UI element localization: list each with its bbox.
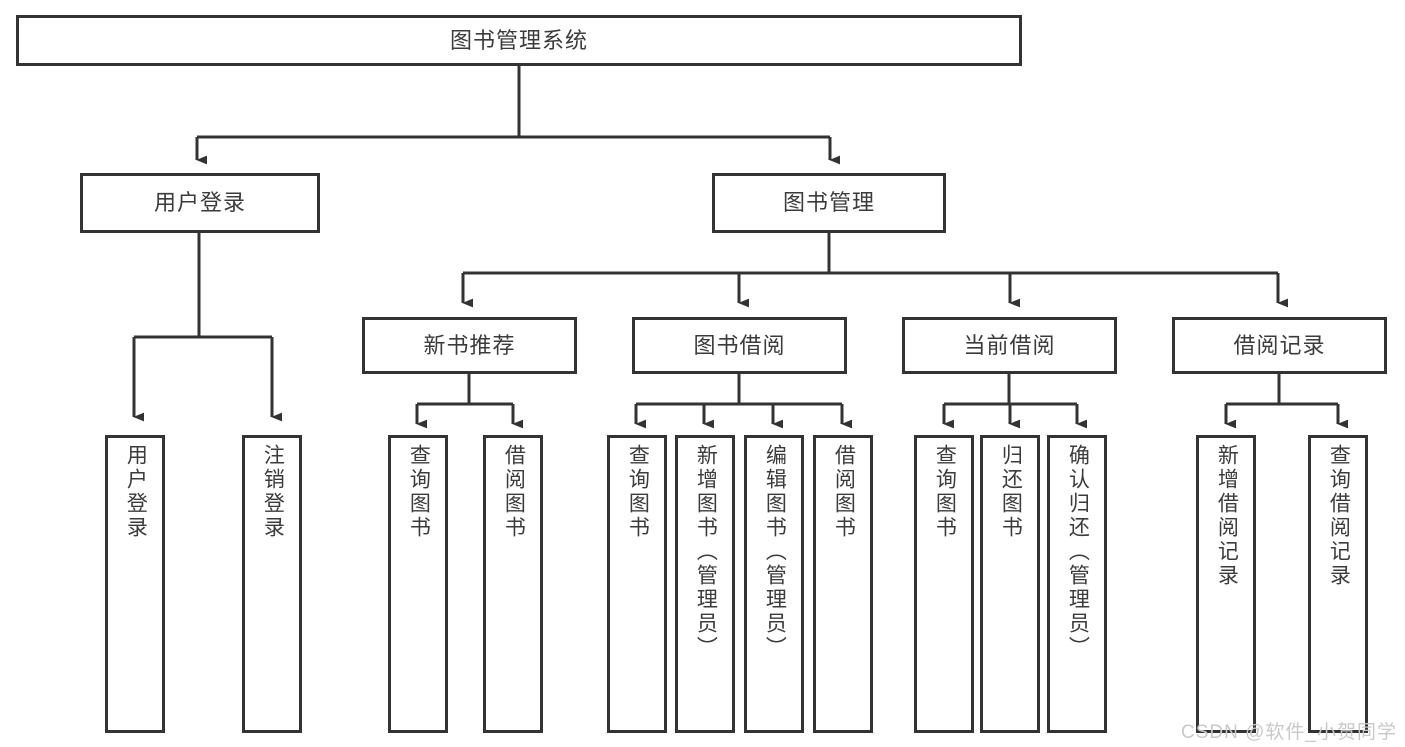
leaf-query-book-1[interactable]: 查询图书 xyxy=(388,435,448,733)
node-root-label: 图书管理系统 xyxy=(449,27,588,53)
leaf-borrow-book-1[interactable]: 借阅图书 xyxy=(483,435,543,733)
node-current-borrow[interactable]: 当前借阅 xyxy=(902,317,1117,374)
watermark: CSDN @软件_小贺同学 xyxy=(1181,722,1397,743)
leaf-edit-book-label: 编辑图书（管理员） xyxy=(763,444,787,660)
leaf-borrow-book-1-label: 借阅图书 xyxy=(502,444,526,540)
node-root[interactable]: 图书管理系统 xyxy=(16,15,1022,66)
leaf-query-book-3[interactable]: 查询图书 xyxy=(914,435,974,733)
leaf-add-record[interactable]: 新增借阅记录 xyxy=(1196,435,1256,733)
leaf-query-record[interactable]: 查询借阅记录 xyxy=(1308,435,1368,733)
leaf-query-record-label: 查询借阅记录 xyxy=(1327,444,1351,588)
leaf-add-record-label: 新增借阅记录 xyxy=(1215,444,1239,588)
leaf-query-book-2[interactable]: 查询图书 xyxy=(607,435,667,733)
leaf-confirm-return[interactable]: 确认归还（管理员） xyxy=(1047,435,1107,733)
node-new-book-recommend-label: 新书推荐 xyxy=(423,332,516,358)
leaf-add-book[interactable]: 新增图书（管理员） xyxy=(675,435,735,733)
leaf-confirm-return-label: 确认归还（管理员） xyxy=(1066,444,1090,660)
node-book-manage-label: 图书管理 xyxy=(782,190,875,216)
leaf-borrow-book-2-label: 借阅图书 xyxy=(832,444,856,540)
leaf-edit-book[interactable]: 编辑图书（管理员） xyxy=(744,435,804,733)
leaf-borrow-book-2[interactable]: 借阅图书 xyxy=(813,435,873,733)
node-current-borrow-label: 当前借阅 xyxy=(963,332,1056,358)
leaf-user-login-label: 用户登录 xyxy=(124,444,148,540)
node-borrow-record-label: 借阅记录 xyxy=(1233,332,1326,358)
node-user-login[interactable]: 用户登录 xyxy=(80,173,320,233)
leaf-logout-login[interactable]: 注销登录 xyxy=(242,435,302,733)
node-book-manage[interactable]: 图书管理 xyxy=(712,173,946,233)
node-user-login-label: 用户登录 xyxy=(153,190,246,216)
leaf-query-book-2-label: 查询图书 xyxy=(626,444,650,540)
leaf-query-book-1-label: 查询图书 xyxy=(407,444,431,540)
leaf-return-book[interactable]: 归还图书 xyxy=(980,435,1040,733)
leaf-add-book-label: 新增图书（管理员） xyxy=(694,444,718,660)
leaf-user-login[interactable]: 用户登录 xyxy=(105,435,165,733)
leaf-logout-login-label: 注销登录 xyxy=(261,444,285,540)
leaf-query-book-3-label: 查询图书 xyxy=(933,444,957,540)
node-book-borrow[interactable]: 图书借阅 xyxy=(632,317,847,374)
node-book-borrow-label: 图书借阅 xyxy=(693,332,786,358)
leaf-return-book-label: 归还图书 xyxy=(999,444,1023,540)
node-borrow-record[interactable]: 借阅记录 xyxy=(1172,317,1387,374)
node-new-book-recommend[interactable]: 新书推荐 xyxy=(362,317,577,374)
